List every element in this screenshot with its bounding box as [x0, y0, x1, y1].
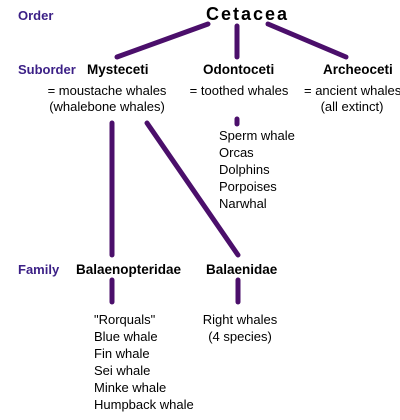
list-item: Humpback whale [94, 397, 194, 412]
odontoceti-description: = toothed whales [189, 83, 289, 98]
balaenopteridae-member-list: "Rorquals" Blue whale Fin whale Sei whal… [94, 311, 194, 413]
archeoceti-description: = ancient whales (all extinct) [304, 83, 400, 115]
list-item: Orcas [219, 145, 254, 160]
taxon-cetacea: Cetacea [206, 4, 290, 24]
connector-mysteceti-balaenidae [144, 120, 241, 258]
list-item: Sei whale [94, 363, 151, 378]
connector-cetacea-archeoceti [265, 21, 349, 60]
mysteceti-description: = moustache whales (whalebone whales) [42, 83, 172, 115]
list-item: Minke whale [94, 380, 167, 395]
rank-label-family: Family [18, 262, 60, 277]
taxon-balaenidae: Balaenidae [206, 262, 278, 277]
list-item: "Rorquals" [94, 312, 156, 327]
list-item: Dolphins [219, 162, 270, 177]
odontoceti-member-list: Sperm whale Orcas Dolphins Porpoises Nar… [219, 127, 295, 212]
list-item: Sperm whale [219, 128, 295, 143]
list-item: Right whales [202, 312, 278, 327]
list-item: Blue whale [94, 329, 158, 344]
list-item: Porpoises [219, 179, 277, 194]
taxon-odontoceti: Odontoceti [203, 62, 275, 77]
list-item: Fin whale [94, 346, 150, 361]
balaenidae-member-list: Right whales (4 species) [196, 311, 284, 345]
list-item: Narwhal [219, 196, 267, 211]
archeoceti-desc-line1: = ancient whales [304, 83, 400, 98]
rank-label-order: Order [18, 8, 54, 23]
connector-cetacea-mysteceti [114, 21, 211, 60]
mysteceti-desc-line2: (whalebone whales) [49, 99, 165, 114]
mysteceti-desc-line1: = moustache whales [47, 83, 167, 98]
taxon-balaenopteridae: Balaenopteridae [76, 262, 182, 277]
archeoceti-desc-line2: (all extinct) [320, 99, 384, 114]
taxon-archeoceti: Archeoceti [323, 62, 393, 77]
taxon-mysteceti: Mysteceti [87, 62, 149, 77]
list-item: (4 species) [208, 329, 272, 344]
rank-label-suborder: Suborder [18, 62, 76, 77]
